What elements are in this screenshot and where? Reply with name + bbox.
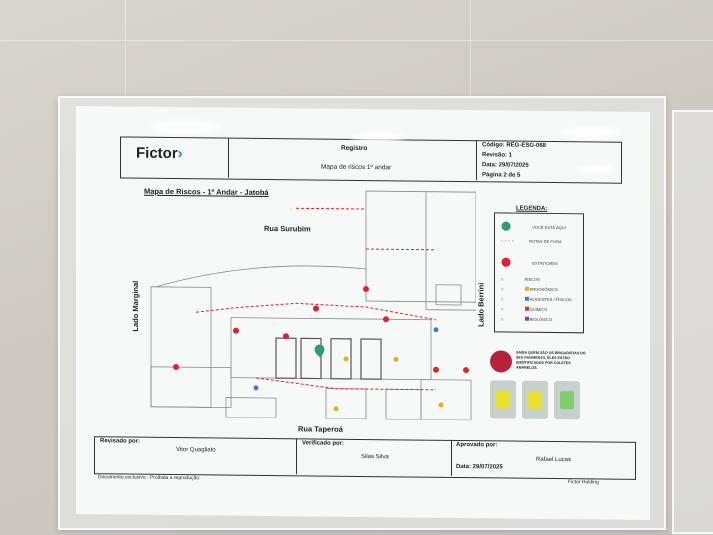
header-divider xyxy=(476,140,477,181)
doc-code: Código: REG-ESG-068 xyxy=(482,142,547,149)
legend-risk-row: ○ QUÍMICO xyxy=(501,306,547,311)
header-frame xyxy=(120,136,622,184)
brigade-vest-photo xyxy=(490,380,516,419)
risk-circle-icon: ○ xyxy=(501,316,504,322)
company-logo: Fictor› xyxy=(136,145,183,162)
light-reflection xyxy=(575,165,615,173)
legend-label: ERGONÔMICO xyxy=(529,286,558,293)
street-right: Lado Berrini xyxy=(476,282,486,327)
legend-you-are-here: ⬤ VOCÊ ESTÁ AQUI xyxy=(501,220,566,232)
risk-circle-icon: ○ xyxy=(501,286,504,292)
logo-text: Fictor xyxy=(136,144,178,163)
revised-by-name: Vitor Quagliato xyxy=(176,447,216,454)
adjacent-acrylic-holder xyxy=(672,110,713,534)
header-divider xyxy=(228,137,229,178)
approved-by-label: Aprovado por: xyxy=(456,441,498,449)
escape-route-icon: - - - - xyxy=(501,238,514,245)
legend-swatch xyxy=(524,306,529,311)
legend-label: VOCÊ ESTÁ AQUI xyxy=(532,224,566,231)
legend-label: RISCOS xyxy=(524,276,540,282)
light-reflection xyxy=(350,132,405,142)
verified-by-name: Silas Silva xyxy=(361,453,389,461)
brigade-text: SAIBA QUEM SÃO OS BRIGADISTAS DO SEU PAV… xyxy=(516,350,586,370)
legend-risk-row: ○ BIOLÓGICO xyxy=(501,316,552,322)
legend-list: ⬤ VOCÊ ESTÁ AQUI - - - - ROTAS DE FUGA ⬤… xyxy=(501,220,581,331)
legend-swatch xyxy=(524,296,529,301)
approved-by-name: Rafael Lucas xyxy=(536,456,572,464)
brigade-vest-photo xyxy=(554,381,580,420)
light-reflection xyxy=(560,126,620,138)
footer-company: Fictor Holding xyxy=(568,479,599,486)
legend-risk-row: ○ RISCOS xyxy=(501,276,540,281)
legend-title: LEGENDA: xyxy=(516,205,548,212)
legend-label: ACIDENTES / FÍSICOS xyxy=(529,296,572,303)
verified-by-label: Verificado por: xyxy=(302,440,345,447)
footer-divider xyxy=(451,439,452,476)
brigade-badge-icon xyxy=(490,350,512,373)
light-reflection xyxy=(150,120,220,134)
legend-risk-row: ○ ERGONÔMICO xyxy=(501,286,558,292)
legend-label: ROTAS DE FUGA xyxy=(529,238,562,245)
risk-circle-icon: ○ xyxy=(501,306,504,312)
wall-tile-seam xyxy=(125,0,126,96)
revised-by-label: Revisado por: xyxy=(100,438,141,445)
brigade-vest-photo xyxy=(522,380,548,419)
street-bottom: Rua Taperoá xyxy=(298,424,343,434)
fire-extinguisher-icon: ⬤ xyxy=(501,256,512,267)
location-pin-icon: ⬤ xyxy=(501,220,512,231)
doc-title: Mapa de riscos 1º andar xyxy=(321,163,392,172)
doc-date: Data: 29/07/2025 xyxy=(482,162,529,169)
legend-extinguisher: ⬤ EXTINTORES xyxy=(501,256,558,268)
registro-label: Registro xyxy=(341,144,368,153)
legend-label: BIOLÓGICO xyxy=(529,316,553,322)
legend-swatch xyxy=(524,286,529,291)
doc-page: Página 2 de 5 xyxy=(482,172,521,179)
legend-escape-route: - - - - ROTAS DE FUGA xyxy=(501,238,562,245)
logo-chevron-icon: › xyxy=(177,145,183,163)
doc-revision: Revisão: 1 xyxy=(482,152,513,159)
legend-label: EXTINTORES xyxy=(532,260,558,267)
footer-divider xyxy=(296,438,297,475)
wall-tile-seam xyxy=(0,40,713,41)
risk-circle-icon: ○ xyxy=(501,276,504,282)
reproduction-notice: Documento exclusivo - Proibida a reprodu… xyxy=(98,474,201,482)
floor-plan xyxy=(150,190,476,421)
risk-map-sheet: Fictor› Registro Mapa de riscos 1º andar… xyxy=(76,106,650,521)
legend-swatch xyxy=(524,316,529,321)
legend-risk-row: ○ ACIDENTES / FÍSICOS xyxy=(501,296,572,302)
risk-circle-icon: ○ xyxy=(501,296,504,302)
approved-date: Data: 29/07/2025 xyxy=(456,463,503,471)
legend-label: QUÍMICO xyxy=(529,306,548,312)
wall-tile-seam xyxy=(470,0,471,96)
